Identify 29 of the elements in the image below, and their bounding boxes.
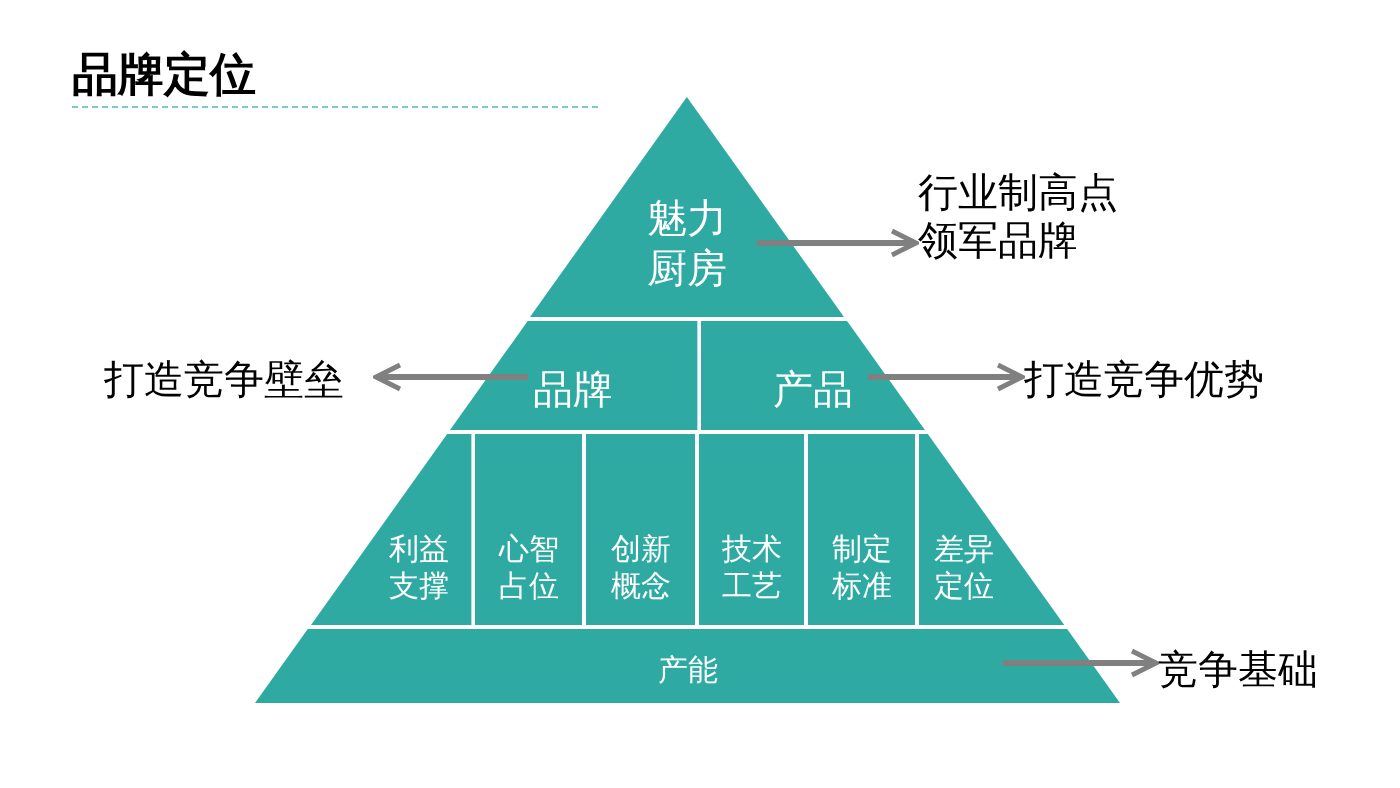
- pyramid-tier: [919, 434, 1065, 625]
- tier-label: 魅力厨房: [646, 194, 729, 293]
- tier-label: 品牌: [532, 364, 615, 414]
- slide-title: 品牌定位: [72, 46, 256, 103]
- arrow: [1003, 648, 1159, 678]
- outcome-text: 打造竞争优势: [1024, 355, 1265, 403]
- tier-label: 利益支撑: [387, 529, 450, 605]
- tier-label: 心智占位: [497, 529, 560, 605]
- pyramid-tier: [808, 434, 915, 625]
- pyramid-tier: [701, 321, 925, 430]
- tier-label: 制定标准: [830, 529, 893, 605]
- arrow: [373, 362, 528, 392]
- pyramid-tier: [475, 434, 582, 625]
- outcome-text: 竞争基础: [1158, 645, 1319, 693]
- arrow: [868, 362, 1025, 392]
- tier-label: 产能: [656, 650, 719, 689]
- outcome-text: 行业制高点领军品牌: [918, 168, 1119, 264]
- pyramid-tier: [310, 434, 471, 625]
- tier-label: 差异定位: [932, 529, 995, 605]
- outcome-text: 打造竞争壁垒: [104, 355, 345, 403]
- pyramid-tier: [586, 434, 695, 625]
- pyramid-tier: [699, 434, 804, 625]
- tier-label: 产品: [771, 364, 854, 414]
- tier-label: 创新概念: [609, 529, 672, 605]
- pyramid-tier: [449, 321, 697, 430]
- tier-label: 技术工艺: [720, 529, 783, 605]
- arrow: [757, 228, 919, 258]
- pyramid-tier: [255, 629, 1120, 703]
- pyramid-apex: [530, 97, 845, 317]
